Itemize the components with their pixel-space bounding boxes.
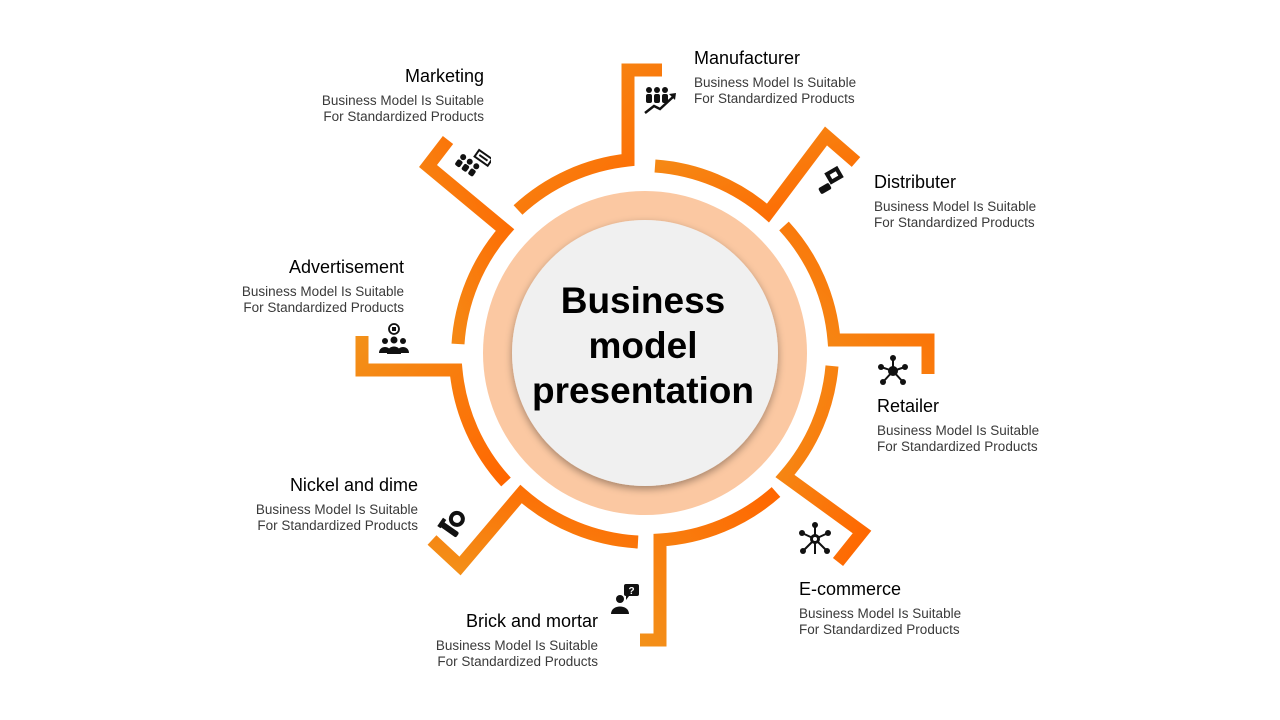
network-hub-icon [875, 353, 911, 389]
label-title: Nickel and dime [289, 475, 418, 495]
label-desc-line-2: For Standardized Products [437, 654, 598, 669]
segment-marketing [419, 136, 515, 345]
label-desc-line-2: For Standardized Products [877, 439, 1038, 454]
label-manufacturer: Manufacturer Business Model Is Suitable … [694, 48, 934, 107]
label-title: Manufacturer [694, 48, 801, 68]
label-desc-line-2: For Standardized Products [874, 215, 1035, 230]
network-nodes-icon [797, 521, 833, 557]
label-desc-line-1: Business Model Is Suitable [241, 284, 404, 299]
label-distributer: Distributer Business Model Is Suitable F… [874, 172, 1114, 231]
label-title: Advertisement [288, 257, 404, 277]
label-desc-line-2: For Standardized Products [323, 109, 484, 124]
delivery-box-icon [813, 163, 849, 199]
label-nickel-dime: Nickel and dime Business Model Is Suitab… [178, 475, 418, 534]
team-growth-icon [642, 82, 678, 118]
svg-text:?: ? [628, 586, 634, 597]
segment-ecommerce [775, 365, 872, 567]
segment-brick-mortar [640, 487, 781, 647]
segment-manufacturer [513, 63, 662, 215]
label-title: Retailer [877, 396, 940, 416]
center-circle [512, 220, 778, 486]
segment-retailer [779, 221, 935, 374]
center-title: Business model presentation [510, 278, 776, 413]
label-retailer: Retailer Business Model Is Suitable For … [877, 396, 1117, 455]
label-ecommerce: E-commerce Business Model Is Suitable Fo… [799, 579, 1039, 638]
label-desc-line-1: Business Model Is Suitable [321, 93, 484, 108]
label-desc-line-1: Business Model Is Suitable [694, 75, 857, 90]
label-marketing: Marketing Business Model Is Suitable For… [244, 66, 484, 125]
title-line-2: model [588, 325, 698, 366]
money-hand-icon [436, 505, 472, 541]
label-desc-line-2: For Standardized Products [257, 518, 418, 533]
label-desc-line-2: For Standardized Products [799, 622, 960, 637]
idea-group-icon [376, 322, 412, 358]
label-title: Marketing [404, 66, 484, 86]
label-desc-line-1: Business Model Is Suitable [255, 502, 418, 517]
segment-advertisement [355, 336, 511, 487]
person-question-icon: ? [607, 582, 643, 618]
label-desc-line-1: Business Model Is Suitable [877, 423, 1040, 438]
label-brick-mortar: Brick and mortar Business Model Is Suita… [358, 611, 598, 670]
title-line-3: presentation [531, 370, 755, 411]
audience-screen-icon [455, 146, 491, 182]
label-desc-line-1: Business Model Is Suitable [435, 638, 598, 653]
label-title: Brick and mortar [465, 611, 598, 631]
title-line-1: Business [560, 280, 726, 321]
label-title: E-commerce [799, 579, 902, 599]
label-desc-line-1: Business Model Is Suitable [799, 606, 962, 621]
label-advertisement: Advertisement Business Model Is Suitable… [164, 257, 404, 316]
label-desc-line-2: For Standardized Products [694, 91, 855, 106]
label-desc-line-1: Business Model Is Suitable [874, 199, 1037, 214]
label-desc-line-2: For Standardized Products [243, 300, 404, 315]
segment-nickel-dime [427, 484, 639, 576]
label-title: Distributer [874, 172, 957, 192]
segment-distributer [654, 126, 861, 223]
